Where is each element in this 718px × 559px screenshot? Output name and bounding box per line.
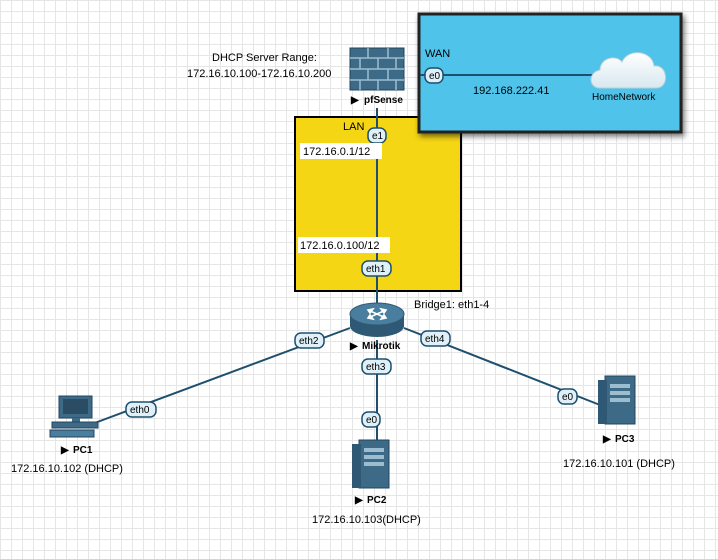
port-pc3-e0[interactable]: e0: [557, 388, 578, 405]
lan-gw-bg: [300, 143, 382, 159]
pc1-ip: 172.16.10.102 (DHCP): [11, 463, 123, 475]
port-pc3-e0-label: e0: [562, 392, 574, 403]
pc3-play-icon: ▶: [602, 434, 612, 445]
pfsense-node[interactable]: ▶ pfSense: [349, 47, 405, 106]
pc2-ip: 172.16.10.103(DHCP): [312, 514, 421, 526]
pfsense-label: pfSense: [364, 95, 403, 106]
pc3-node[interactable]: ▶ PC3 172.16.10.101 (DHCP): [563, 375, 675, 470]
port-pf-e1[interactable]: e1: [367, 127, 387, 144]
lan-label-bg: [341, 118, 367, 133]
mikrotik-ip: 172.16.0.100/12: [300, 240, 380, 252]
port-pc1-eth0-label: eth0: [130, 405, 150, 416]
router-icon: [349, 302, 405, 337]
port-mk-eth2[interactable]: eth2: [294, 332, 325, 349]
wan-label: WAN: [425, 48, 450, 60]
pc1-node[interactable]: ▶ PC1 172.16.10.102 (DHCP): [11, 395, 123, 475]
mikrotik-play-icon: ▶: [349, 341, 359, 352]
port-mk-eth3[interactable]: eth3: [361, 358, 392, 375]
port-mk-eth1-label: eth1: [366, 264, 386, 275]
dhcp-range-value: 172.16.10.100-172.16.10.200: [187, 68, 331, 80]
pfsense-play-icon: ▶: [350, 95, 360, 106]
port-pc2-e0-label: e0: [366, 415, 378, 426]
home-network-node[interactable]: HomeNetwork: [590, 52, 666, 103]
mk-ip-bg: [298, 237, 390, 253]
mikrotik-label: Mikrotik: [362, 341, 401, 352]
port-mk-eth1[interactable]: eth1: [361, 260, 392, 277]
pc2-play-icon: ▶: [354, 495, 364, 506]
port-mk-eth4-label: eth4: [425, 334, 445, 345]
home-network-label: HomeNetwork: [592, 92, 656, 103]
firewall-icon: [349, 47, 405, 91]
port-pc2-e0[interactable]: e0: [361, 411, 381, 428]
pc3-label: PC3: [615, 434, 635, 445]
port-mk-eth4[interactable]: eth4: [420, 330, 451, 347]
dhcp-range-title: DHCP Server Range:: [212, 52, 317, 64]
cloud-icon: [590, 52, 666, 89]
desktop-computer-icon: [49, 395, 99, 438]
pc1-play-icon: ▶: [60, 445, 70, 456]
port-pf-e0[interactable]: e0: [424, 67, 444, 84]
port-pf-e1-label: e1: [372, 131, 384, 142]
port-pc1-eth0[interactable]: eth0: [125, 401, 157, 418]
pc2-node[interactable]: ▶ PC2 172.16.10.103(DHCP): [312, 439, 421, 526]
pc2-label: PC2: [367, 495, 387, 506]
pc3-ip: 172.16.10.101 (DHCP): [563, 458, 675, 470]
wan-label-bg: [423, 45, 451, 60]
wan-ip-bg: [470, 82, 562, 97]
port-pf-e0-label: e0: [429, 71, 441, 82]
wan-ip: 192.168.222.41: [473, 85, 549, 97]
lan-label: LAN: [343, 121, 364, 133]
server-tower-icon: [598, 375, 636, 425]
server-tower-icon: [352, 439, 390, 489]
port-mk-eth3-label: eth3: [366, 362, 386, 373]
port-mk-eth2-label: eth2: [299, 336, 319, 347]
mikrotik-node[interactable]: ▶ Mikrotik: [349, 302, 405, 352]
bridge-label: Bridge1: eth1-4: [414, 299, 489, 311]
lan-gateway-ip: 172.16.0.1/12: [303, 146, 370, 158]
pc1-label: PC1: [73, 445, 93, 456]
